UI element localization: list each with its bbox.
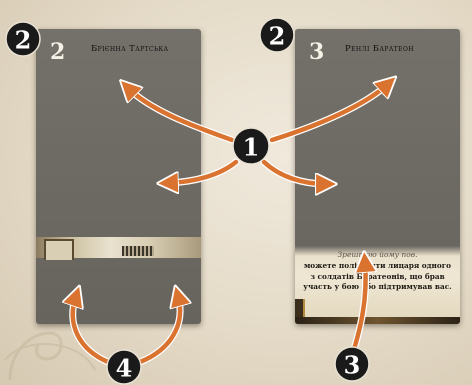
card-cost: 2 (50, 39, 66, 65)
card-text-body-bold: можете поліпшити лицаря одного з солдаті… (303, 261, 452, 292)
callout-label: 2 (269, 22, 286, 51)
callout-badge-2-left: 2 (5, 21, 41, 57)
card-name: Брієнна Тартська (91, 44, 169, 54)
text-frame-edge (295, 299, 305, 324)
callout-badge-3: 3 (334, 346, 370, 382)
card-art (36, 237, 201, 260)
art-book (122, 246, 154, 256)
card-cost: 3 (309, 39, 325, 65)
card-brienne[interactable]: 2 Брієнна Тартська (36, 29, 201, 324)
text-fade (295, 246, 460, 256)
callout-badge-1: 1 (232, 127, 270, 165)
callout-label: 2 (15, 26, 32, 55)
card-text-body: можете поліпшити лицаря одного з солдаті… (301, 261, 454, 293)
text-frame-bar (295, 317, 460, 324)
card-text-box: Зрештою йому пов. можете поліпшити лицар… (295, 246, 460, 324)
card-renly[interactable]: 3 Ренлі Баратеон Зрештою йому пов. может… (295, 29, 460, 324)
callout-label: 1 (243, 133, 260, 162)
callout-label: 3 (344, 351, 361, 380)
art-frame (44, 239, 74, 260)
card-name: Ренлі Баратеон (345, 44, 414, 54)
card-text-top: Зрештою йому пов. (337, 250, 418, 259)
callout-badge-2-right: 2 (259, 17, 295, 53)
